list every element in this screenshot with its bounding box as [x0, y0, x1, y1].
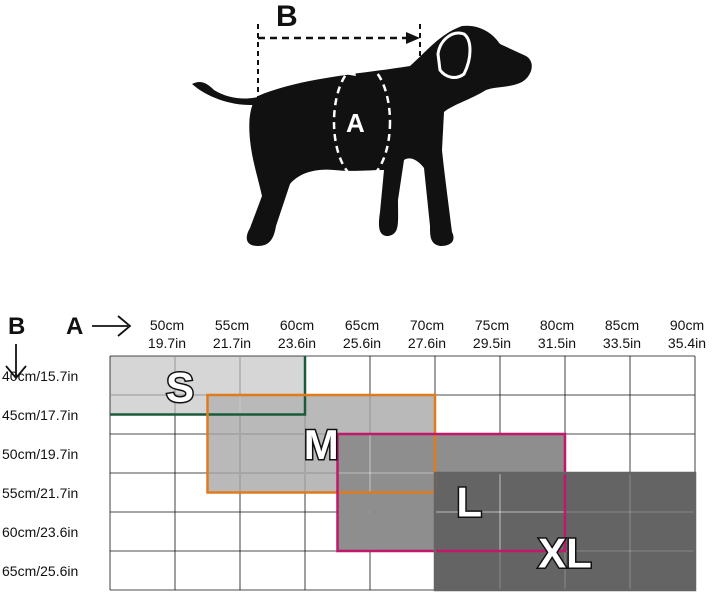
- size-label-xl: XL: [538, 530, 592, 577]
- size-border-m: [206, 393, 437, 494]
- column-label-in: 35.4in: [668, 335, 706, 351]
- column-label-cm: 60cm: [280, 317, 314, 333]
- size-label-m: M: [304, 421, 339, 468]
- column-label-in: 23.6in: [278, 335, 316, 351]
- axis-a-label: A: [66, 313, 83, 340]
- column-label-in: 31.5in: [538, 335, 576, 351]
- column-label-cm: 75cm: [475, 317, 509, 333]
- measure-b-marker: B: [257, 0, 421, 100]
- measure-a-label: A: [346, 108, 365, 138]
- row-label: 50cm/19.7in: [2, 446, 78, 462]
- size-border-l: [336, 432, 567, 553]
- column-label-in: 33.5in: [603, 335, 641, 351]
- column-label-in: 19.7in: [148, 335, 186, 351]
- size-label-l: L: [456, 479, 482, 526]
- column-label-in: 21.7in: [213, 335, 251, 351]
- size-regions: [110, 356, 695, 590]
- column-label-cm: 65cm: [345, 317, 379, 333]
- size-label-s: S: [166, 363, 194, 410]
- size-border-s: [110, 356, 307, 416]
- row-labels: 40cm/15.7in 45cm/17.7in 50cm/19.7in 55cm/21…: [2, 368, 78, 579]
- column-label-in: 25.6in: [343, 335, 381, 351]
- axis-b: B: [5, 313, 27, 380]
- row-label: 60cm/23.6in: [2, 524, 78, 540]
- size-labels: S M L XL: [164, 362, 593, 578]
- row-label: 45cm/17.7in: [2, 407, 78, 423]
- measure-b-label: B: [276, 0, 298, 33]
- column-label-cm: 70cm: [410, 317, 444, 333]
- axis-b-label: B: [8, 313, 25, 340]
- size-chart: B A 50cm 19.7in 55cm 21.7in 60cm 23.6in 65cm 25…: [2, 313, 706, 592]
- column-label-cm: 80cm: [540, 317, 574, 333]
- column-label-cm: 90cm: [670, 317, 704, 333]
- column-label-in: 27.6in: [408, 335, 446, 351]
- column-label-cm: 55cm: [215, 317, 249, 333]
- column-label-cm: 85cm: [605, 317, 639, 333]
- row-label: 40cm/15.7in: [2, 368, 78, 384]
- size-border-xl: [433, 471, 697, 592]
- dog-measurement-illustration: B A: [192, 0, 532, 247]
- row-label: 55cm/21.7in: [2, 485, 78, 501]
- column-label-in: 29.5in: [473, 335, 511, 351]
- column-labels: 50cm 19.7in 55cm 21.7in 60cm 23.6in 65cm 25.6in…: [148, 317, 706, 351]
- grid: [109, 355, 697, 592]
- row-label: 65cm/25.6in: [2, 563, 78, 579]
- column-label-cm: 50cm: [150, 317, 184, 333]
- measure-a-marker: A: [332, 62, 392, 182]
- axis-a: A: [66, 313, 132, 340]
